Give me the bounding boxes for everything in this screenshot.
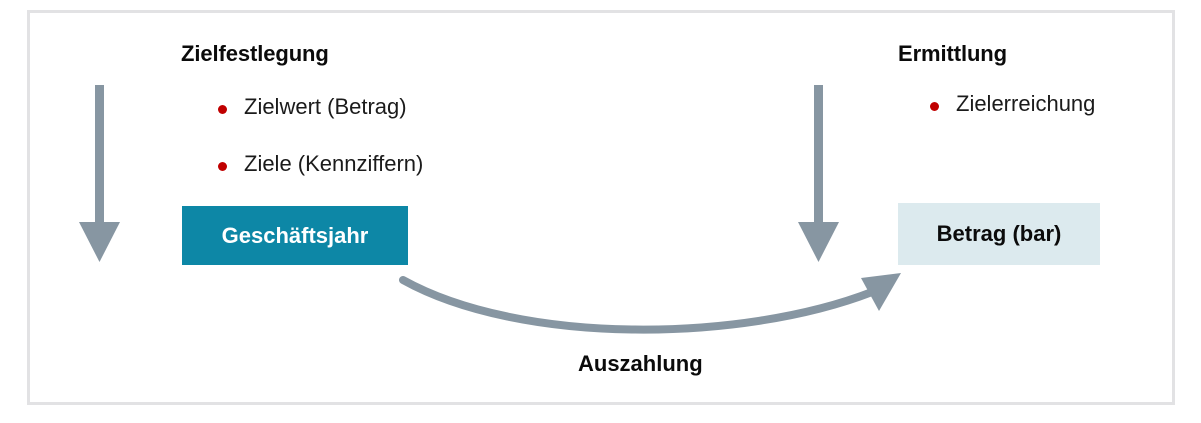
list-item: Zielerreichung xyxy=(928,93,1095,115)
box-betrag-bar-label: Betrag (bar) xyxy=(936,221,1062,246)
bullet-dot-icon xyxy=(218,105,227,114)
list-item-label: Zielwert (Betrag) xyxy=(244,94,407,119)
box-geschaeftsjahr-label: Geschäftsjahr xyxy=(221,222,369,248)
list-item: Zielwert (Betrag) xyxy=(216,96,423,118)
bullet-list-ermittlung: Zielerreichung xyxy=(928,93,1095,115)
heading-ermittlung: Ermittlung xyxy=(898,41,1007,66)
bullet-dot-icon xyxy=(930,102,939,111)
box-betrag-bar: Betrag (bar) xyxy=(898,203,1100,265)
list-item: Ziele (Kennziffern) xyxy=(216,153,423,175)
list-item-label: Ziele (Kennziffern) xyxy=(244,151,424,176)
box-geschaeftsjahr: Geschäftsjahr xyxy=(182,206,408,265)
bullet-dot-icon xyxy=(218,162,227,171)
heading-zielfestlegung: Zielfestlegung xyxy=(181,41,329,66)
label-auszahlung: Auszahlung xyxy=(578,351,703,376)
bullet-list-zielfestlegung: Zielwert (Betrag) Ziele (Kennziffern) xyxy=(216,96,423,175)
list-item-label: Zielerreichung xyxy=(956,91,1096,116)
